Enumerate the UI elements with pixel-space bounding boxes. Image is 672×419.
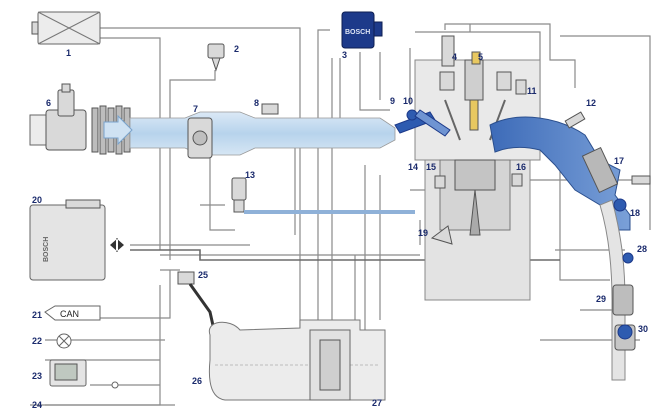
- label-22: 22: [32, 336, 42, 346]
- label-26: 26: [192, 376, 202, 386]
- label-28: 28: [637, 244, 647, 254]
- label-11: 11: [527, 86, 537, 96]
- label-13: 13: [245, 170, 255, 180]
- component-26-fuel-tank: [208, 319, 386, 401]
- component-23-diagnostic-display: [49, 359, 119, 389]
- component-8-pressure-sensor: [261, 103, 279, 115]
- component-5-spark-plug: [471, 51, 481, 65]
- label-8: 8: [254, 98, 259, 108]
- label-18: 18: [630, 208, 640, 218]
- component-21-can-bus: CAN: [44, 305, 101, 321]
- component-20-ecu: BOSCH: [29, 199, 124, 281]
- label-19: 19: [418, 228, 428, 238]
- component-labels: 1 2 3 4 5 6 7 8 9 10 11 12 13 14 15 16 1…: [32, 44, 648, 410]
- component-6-air-mass-sensor: [57, 83, 75, 117]
- component-17-lambda-sensor: [631, 175, 651, 185]
- component-7-throttle-valve: [187, 117, 213, 159]
- label-4: 4: [452, 52, 457, 62]
- label-27: 27: [372, 398, 382, 408]
- exhaust-system: [489, 116, 636, 381]
- can-label: CAN: [60, 309, 79, 319]
- label-10: 10: [403, 96, 413, 106]
- component-13-valve: [231, 177, 415, 214]
- pump-brand: BOSCH: [345, 29, 370, 36]
- label-24: 24: [32, 400, 42, 410]
- label-16: 16: [516, 162, 526, 172]
- component-1-air-filter: [31, 11, 101, 45]
- ecu-brand: BOSCH: [43, 237, 50, 262]
- label-20: 20: [32, 195, 42, 205]
- bidirectional-arrow-icon: [110, 238, 124, 252]
- label-1: 1: [66, 48, 71, 58]
- label-5: 5: [478, 52, 483, 62]
- label-21: 21: [32, 310, 42, 320]
- label-9: 9: [390, 96, 395, 106]
- component-2-pressure-regulator: [207, 43, 225, 72]
- label-2: 2: [234, 44, 239, 54]
- label-25: 25: [198, 270, 208, 280]
- label-30: 30: [638, 324, 648, 334]
- label-14: 14: [408, 162, 418, 172]
- label-3: 3: [342, 50, 347, 60]
- label-17: 17: [614, 156, 624, 166]
- label-6: 6: [46, 98, 51, 108]
- label-15: 15: [426, 162, 436, 172]
- label-7: 7: [193, 104, 198, 114]
- component-25-accelerator-pedal: [177, 271, 216, 331]
- component-9-10-injector: [394, 109, 451, 137]
- label-23: 23: [32, 371, 42, 381]
- label-12: 12: [586, 98, 596, 108]
- component-19-speed-sensor: [430, 225, 453, 245]
- component-11-camshaft-sensor: [515, 79, 527, 95]
- component-16-temperature-sensor: [511, 173, 523, 187]
- airflow-arrow-icon: [103, 114, 133, 146]
- component-22-warning-lamp: [56, 333, 72, 349]
- component-3-high-pressure-pump: BOSCH: [341, 11, 383, 49]
- label-29: 29: [596, 294, 606, 304]
- component-12-lambda-sensor: [564, 111, 586, 129]
- component-15-knock-sensor: [434, 175, 446, 189]
- component-4-ignition-coil: [441, 35, 455, 67]
